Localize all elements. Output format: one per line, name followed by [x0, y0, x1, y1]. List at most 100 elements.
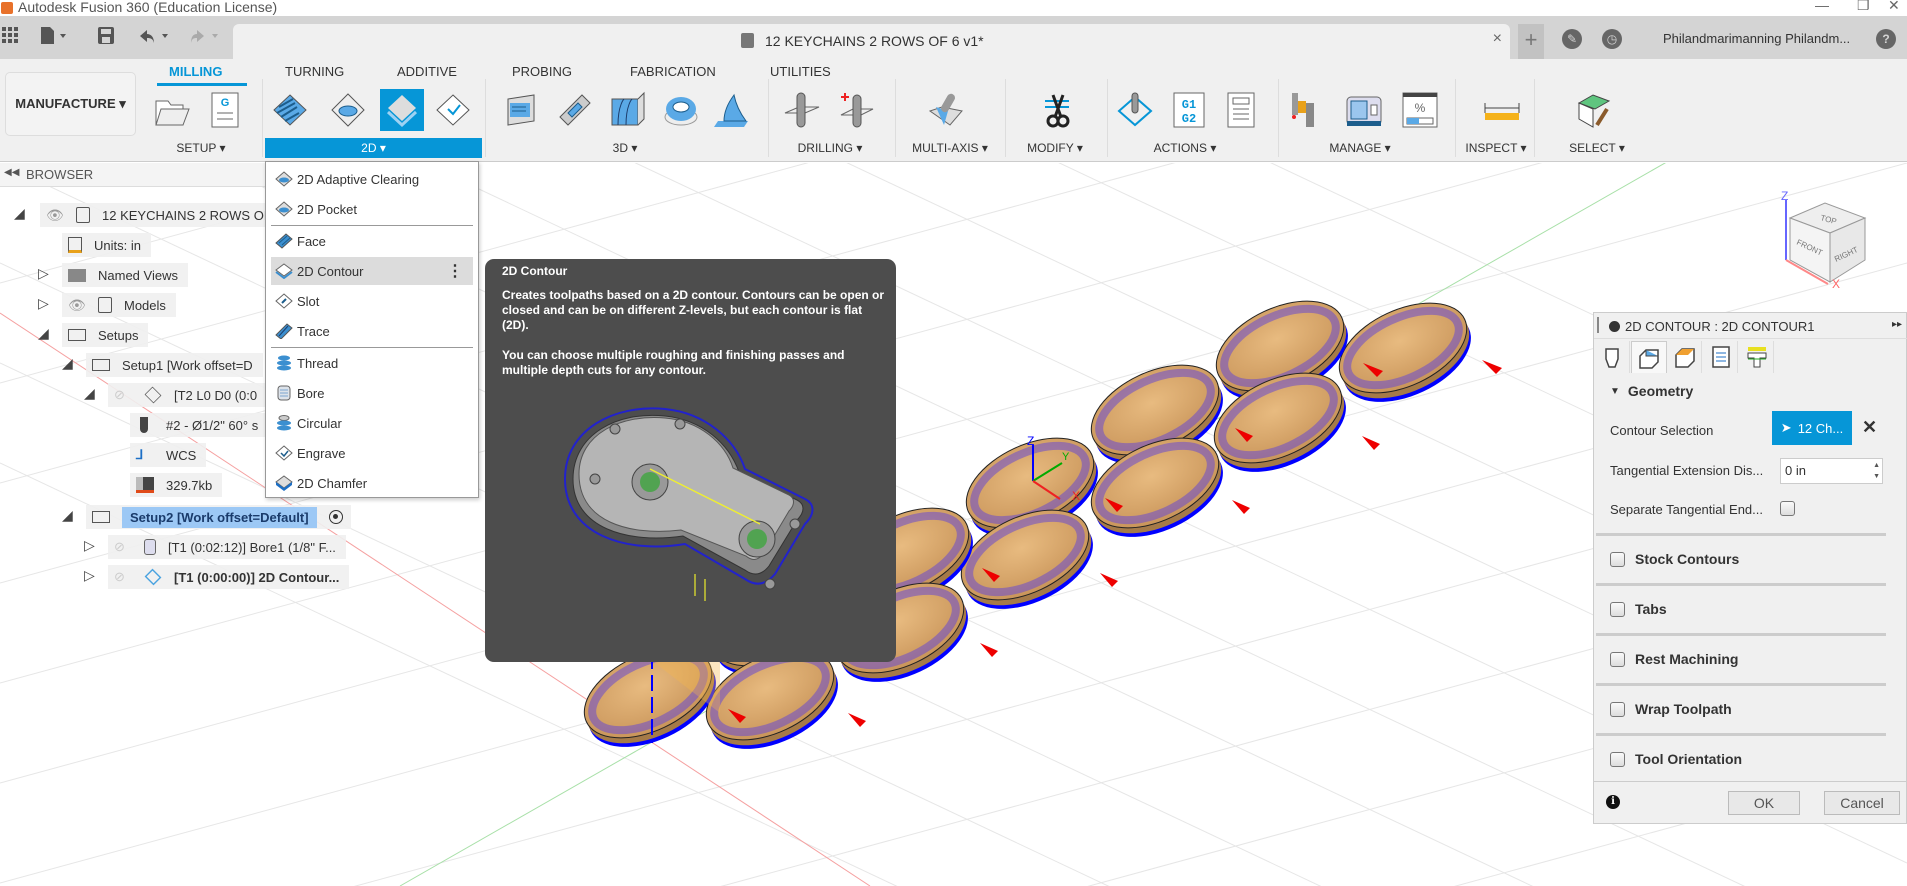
3d-group-menu[interactable]: 3D ▾ [612, 141, 638, 155]
contour-3d-icon[interactable] [714, 91, 752, 129]
menu-item-bore[interactable]: Bore [271, 379, 473, 407]
tabs-checkbox[interactable] [1610, 601, 1625, 617]
expand-triangle-icon[interactable]: ▷ [38, 295, 49, 311]
inspect-group-menu[interactable]: INSPECT ▾ [1465, 141, 1527, 155]
menu-item-2d-adaptive-clearing[interactable]: 2D Adaptive Clearing [271, 165, 473, 193]
multi-axis-group-menu[interactable]: MULTI-AXIS ▾ [912, 141, 988, 155]
task-manager-icon[interactable]: % [1401, 91, 1439, 129]
browser-item-tool[interactable]: #2 - Ø1/2" 60° s [130, 413, 269, 437]
tabs-section[interactable]: Tabs [1610, 601, 1667, 617]
wrap-toolpath-checkbox[interactable] [1610, 701, 1625, 717]
info-icon[interactable]: i [1606, 795, 1620, 809]
multi-axis-icon[interactable] [926, 91, 964, 129]
tool-orientation-section[interactable]: Tool Orientation [1610, 751, 1742, 767]
rest-machining-checkbox[interactable] [1610, 651, 1625, 667]
wrap-toolpath-section[interactable]: Wrap Toolpath [1610, 701, 1732, 717]
tab-additive[interactable]: ADDITIVE [397, 64, 457, 79]
menu-item-2d-pocket[interactable]: 2D Pocket [271, 195, 473, 223]
menu-item-face[interactable]: Face [271, 227, 473, 255]
expand-dialog-icon[interactable]: ▸▸ [1891, 319, 1902, 330]
menu-item-2d-chamfer[interactable]: 2D Chamfer [271, 469, 473, 497]
browser-item-engrave-operation[interactable]: ⊘[T2 L0 D0 (0:0 [108, 383, 268, 407]
collapse-triangle-icon[interactable]: ◢ [84, 385, 95, 401]
collapse-dialog-icon[interactable] [1609, 321, 1620, 332]
browser-item-setup1[interactable]: Setup1 [Work offset=D [86, 353, 263, 377]
heights-tab[interactable] [1668, 341, 1702, 373]
user-account-menu[interactable]: Philandmarimanning Philandm... [1663, 31, 1851, 46]
collapse-triangle-icon[interactable]: ◢ [62, 507, 73, 523]
separate-tangential-checkbox[interactable] [1780, 501, 1795, 516]
undo-icon[interactable] [138, 27, 174, 50]
tool-tab[interactable] [1596, 341, 1630, 373]
rest-machining-section[interactable]: Rest Machining [1610, 651, 1738, 667]
menu-item-thread[interactable]: Thread [271, 349, 473, 377]
tab-utilities[interactable]: UTILITIES [770, 64, 831, 79]
browser-item-toolpath-size[interactable]: 329.7kb [130, 473, 223, 497]
job-status-icon[interactable]: ◷ [1602, 29, 1622, 49]
hole-recognition-icon[interactable] [837, 91, 875, 129]
browser-item-models[interactable]: 👁Models [62, 293, 176, 317]
menu-item-trace[interactable]: Trace [271, 317, 473, 345]
help-icon[interactable]: ? [1876, 29, 1896, 49]
measure-icon[interactable] [1483, 91, 1521, 129]
new-tab-button[interactable]: + [1518, 24, 1544, 59]
minimize-button[interactable]: — [1815, 0, 1829, 13]
manage-group-menu[interactable]: MANAGE ▾ [1329, 141, 1391, 155]
select-group-menu[interactable]: SELECT ▾ [1569, 141, 1625, 155]
nc-program-icon[interactable]: G [206, 91, 244, 129]
tab-fabrication[interactable]: FABRICATION [630, 64, 716, 79]
close-window-button[interactable]: ✕ [1888, 0, 1900, 13]
geometry-tab[interactable] [1631, 341, 1667, 373]
browser-item-root[interactable]: 👁12 KEYCHAINS 2 ROWS OF 6 v1 [40, 203, 310, 227]
collapse-triangle-icon[interactable]: ◢ [62, 355, 73, 371]
actions-group-menu[interactable]: ACTIONS ▾ [1153, 141, 1217, 155]
browser-item-2d-contour-operation[interactable]: ⊘[T1 (0:00:00)] 2D Contour... [108, 565, 350, 589]
setup-group-menu[interactable]: SETUP ▾ [176, 141, 226, 155]
menu-item-circular[interactable]: Circular [271, 409, 473, 437]
machine-library-icon[interactable] [1345, 91, 1383, 129]
expand-triangle-icon[interactable]: ▷ [84, 567, 95, 583]
menu-item-2d-contour[interactable]: 2D Contour⋮ [271, 257, 473, 285]
contour-selection-button[interactable]: ➤12 Ch... [1772, 411, 1852, 445]
file-menu-icon[interactable] [40, 27, 68, 50]
modify-group-menu[interactable]: MODIFY ▾ [1027, 141, 1083, 155]
dialog-header[interactable]: 2D CONTOUR : 2D CONTOUR1 ▸▸ [1594, 313, 1907, 339]
tool-orientation-checkbox[interactable] [1610, 751, 1625, 767]
hidden-eye-icon[interactable]: ⊘ [114, 387, 125, 402]
stock-contours-section[interactable]: Stock Contours [1610, 551, 1739, 567]
redo-icon[interactable] [190, 27, 226, 50]
grid-menu-icon[interactable] [2, 27, 18, 48]
drill-icon[interactable] [783, 91, 821, 129]
active-setup-radio-icon[interactable] [328, 510, 343, 524]
save-icon[interactable] [98, 27, 114, 49]
eye-icon[interactable]: 👁 [68, 297, 86, 313]
tangential-extension-input[interactable]: 0 in ▲▼ [1780, 458, 1883, 484]
maximize-button[interactable]: ❐ [1857, 0, 1870, 13]
close-tab-button[interactable]: × [1492, 30, 1502, 47]
parallel-icon[interactable] [608, 91, 646, 129]
2d-pocket-icon[interactable] [329, 91, 367, 129]
stock-contours-checkbox[interactable] [1610, 551, 1625, 567]
hidden-eye-icon[interactable]: ⊘ [114, 539, 125, 554]
collapse-triangle-icon[interactable]: ◢ [14, 205, 25, 221]
browser-item-setup2[interactable]: Setup2 [Work offset=Default] [86, 505, 351, 529]
browser-item-named-views[interactable]: Named Views [62, 263, 188, 287]
collapse-browser-icon[interactable]: ◀◀ [4, 167, 20, 178]
browser-item-units[interactable]: Units: in [62, 233, 151, 257]
menu-item-slot[interactable]: Slot [271, 287, 473, 315]
clear-selection-button[interactable]: ✕ [1862, 417, 1878, 437]
drag-handle[interactable] [1597, 317, 1599, 333]
workspace-switcher[interactable]: MANUFACTURE ▾ [5, 72, 136, 136]
browser-item-wcs[interactable]: ⅃WCS [130, 443, 207, 467]
collapse-triangle-icon[interactable]: ◢ [38, 325, 49, 341]
document-tab[interactable]: 12 KEYCHAINS 2 ROWS OF 6 v1* × [233, 24, 1510, 59]
scallop-icon[interactable] [662, 91, 700, 129]
simulate-icon[interactable] [1116, 91, 1154, 129]
engrave-icon[interactable] [434, 91, 472, 129]
more-options-icon[interactable]: ⋮ [447, 263, 463, 280]
2d-adaptive-clearing-icon[interactable] [271, 91, 309, 129]
menu-item-engrave[interactable]: Engrave [271, 439, 473, 467]
setup-sheet-icon[interactable] [1222, 91, 1260, 129]
expand-triangle-icon[interactable]: ▷ [38, 265, 49, 281]
setup-icon[interactable] [152, 91, 190, 129]
